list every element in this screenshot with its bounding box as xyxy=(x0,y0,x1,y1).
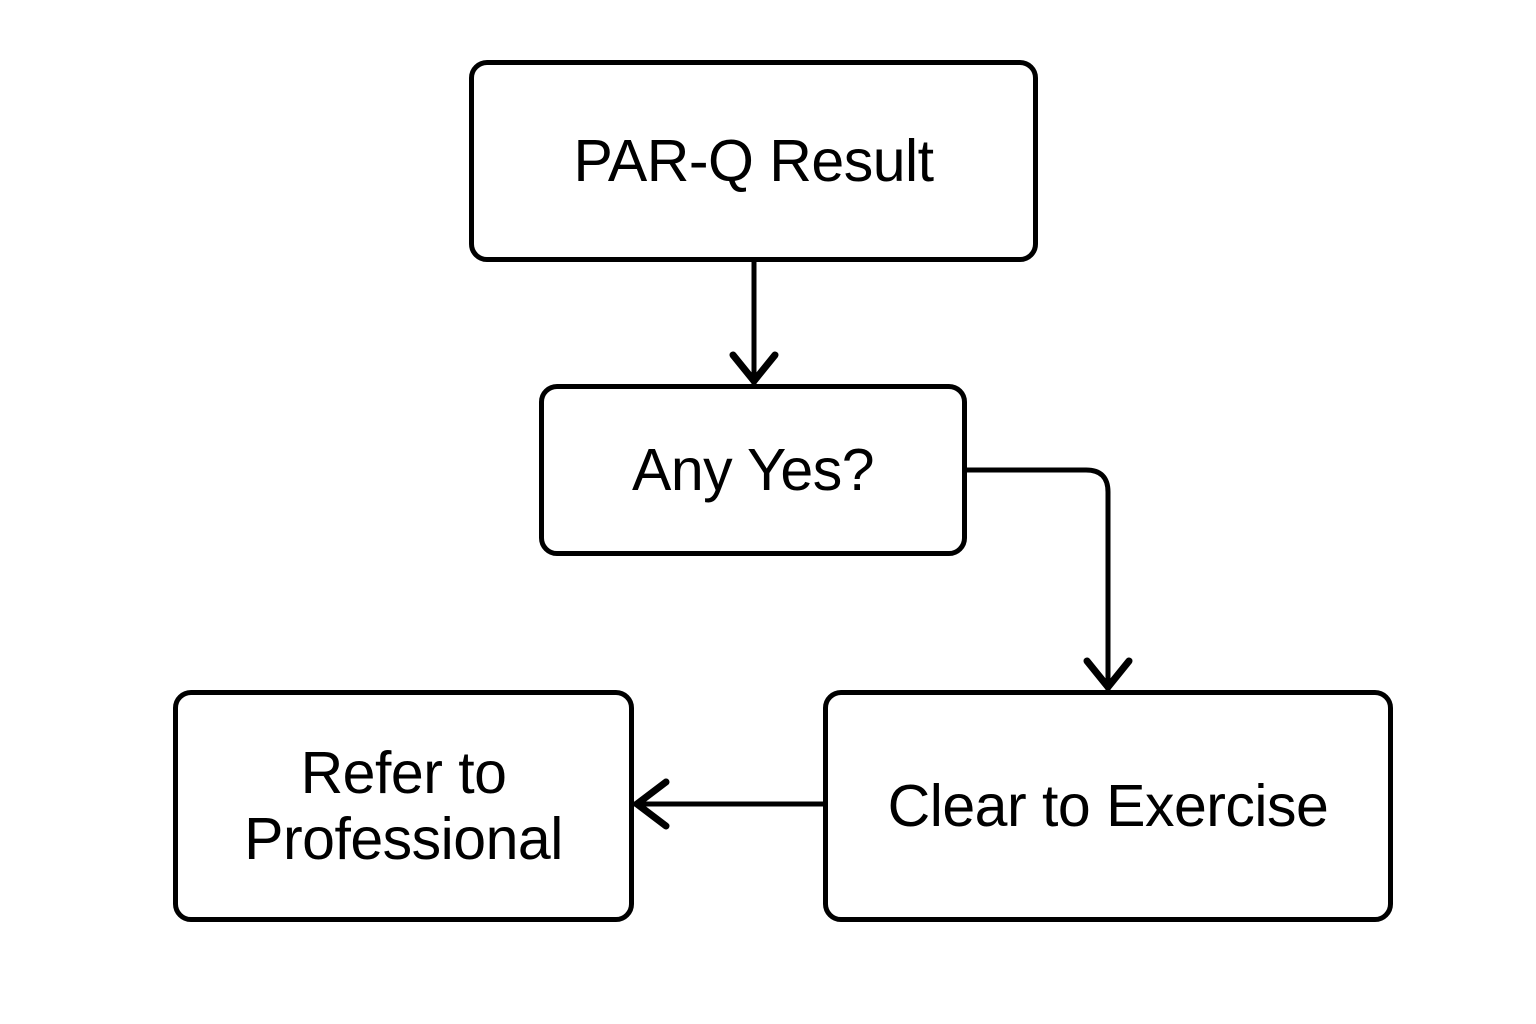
node-label: Refer to Professional xyxy=(244,739,563,872)
node-label: PAR-Q Result xyxy=(573,127,934,194)
edge-clear-to-refer xyxy=(633,778,823,830)
arrowhead-icon xyxy=(1083,657,1133,691)
arrowhead-icon xyxy=(729,351,779,385)
node-parq-result[interactable]: PAR-Q Result xyxy=(469,60,1038,262)
node-clear-to-exercise[interactable]: Clear to Exercise xyxy=(823,690,1393,922)
node-label: Any Yes? xyxy=(631,436,875,503)
node-label: Clear to Exercise xyxy=(887,772,1329,839)
edge-line xyxy=(967,467,1111,690)
edge-any-yes-to-clear xyxy=(967,467,1133,691)
arrowhead-icon xyxy=(633,778,670,830)
node-refer-to-professional[interactable]: Refer to Professional xyxy=(173,690,634,922)
node-any-yes[interactable]: Any Yes? xyxy=(539,384,967,556)
edge-parq-to-any-yes xyxy=(729,262,779,385)
